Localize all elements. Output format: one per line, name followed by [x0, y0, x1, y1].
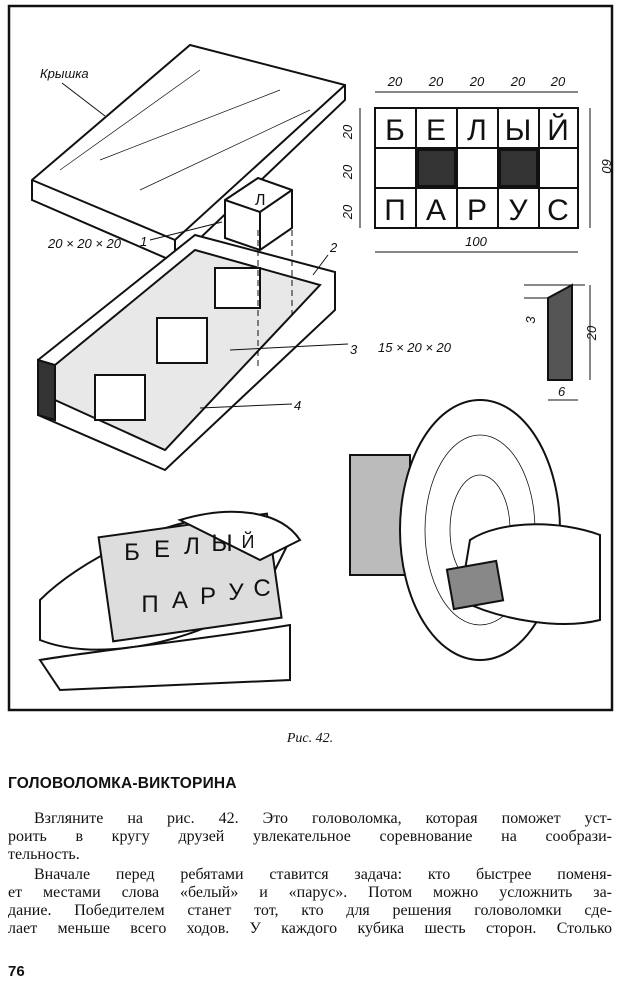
hands-letter: Л	[184, 533, 200, 560]
grid-letter: А	[426, 194, 446, 227]
wedge-dim-3: 3	[523, 316, 538, 324]
dim-label: 20	[340, 164, 355, 180]
hands-letter: У	[228, 579, 244, 606]
part-number-4: 4	[294, 398, 301, 413]
section-heading: ГОЛОВОЛОМКА-ВИКТОРИНА	[8, 775, 237, 792]
hands-letter: П	[141, 591, 158, 618]
svg-text:Л: Л	[255, 192, 266, 209]
dim-label: 20	[469, 74, 485, 89]
grid-letter: С	[547, 194, 569, 227]
cube-size-label: 20 × 20 × 20	[47, 236, 122, 251]
grid-letter: У	[508, 194, 528, 227]
dim-label: 20	[340, 204, 355, 220]
hands-letter: Б	[124, 539, 140, 566]
hands-letter: Р	[200, 583, 216, 610]
hands-letter: Й	[242, 531, 255, 552]
box-drawing	[37, 230, 336, 472]
sanding-disc-drawing	[349, 399, 601, 661]
figure-frame	[7, 4, 614, 712]
grid-letter: Л	[467, 114, 487, 147]
hands-puzzle-drawing	[38, 510, 302, 692]
block-size-label: 15 × 20 × 20	[378, 340, 452, 355]
dim-label: 20	[428, 74, 444, 89]
text-line: Взгляните на рис. 42. Это головоломка, к…	[34, 810, 612, 827]
body-text: Взгляните на рис. 42. Это головоломка, к…	[8, 810, 612, 938]
dim-total-height: 60	[599, 159, 614, 174]
text-line: лает меньше всего ходов. У каждого кубик…	[8, 920, 612, 937]
hands-letter: С	[253, 575, 270, 602]
dim-label: 20	[387, 74, 403, 89]
hands-letter: Ы	[211, 530, 232, 557]
wedge-dim-6: 6	[558, 384, 566, 399]
text-line: Вначале перед ребятами ставится задача: …	[34, 866, 612, 883]
lid-label: Крышка	[40, 66, 89, 81]
hands-letter: А	[172, 587, 188, 614]
grid-letter: Р	[467, 194, 487, 227]
figure-caption: Рис. 42.	[286, 731, 334, 746]
letter-cube-drawing: Л	[224, 176, 293, 252]
grid-letter: Б	[385, 114, 405, 147]
hands-letter: Е	[154, 536, 170, 563]
grid-letter: П	[384, 194, 406, 227]
part-number-2: 2	[329, 240, 338, 255]
part-number-1: 1	[140, 234, 147, 249]
grid-letter: Й	[547, 113, 569, 147]
text-line: дание. Победителем станет тот, кто для р…	[8, 902, 612, 919]
grid-letter: Ы	[505, 114, 532, 147]
wedge-dim-20: 20	[584, 325, 599, 341]
text-line: ет местами слова «белый» и «парус». Пото…	[8, 884, 612, 901]
word-grid-diagram	[374, 107, 579, 229]
dim-label: 20	[340, 124, 355, 140]
part-number-3: 3	[350, 342, 358, 357]
dim-label: 20	[550, 74, 566, 89]
text-line: роить в кругу друзей увлекательное сорев…	[8, 828, 612, 845]
dim-label: 20	[510, 74, 526, 89]
dim-total-width: 100	[465, 234, 487, 249]
text-line: тельность.	[8, 846, 80, 863]
figure-42-illustration: Крышка Л 20 × 20 × 20 1 2 3 15 × 20 × 20…	[7, 4, 614, 712]
page-number: 76	[8, 963, 25, 980]
grid-letter: Е	[426, 114, 446, 147]
wedge-drawing	[547, 283, 573, 381]
